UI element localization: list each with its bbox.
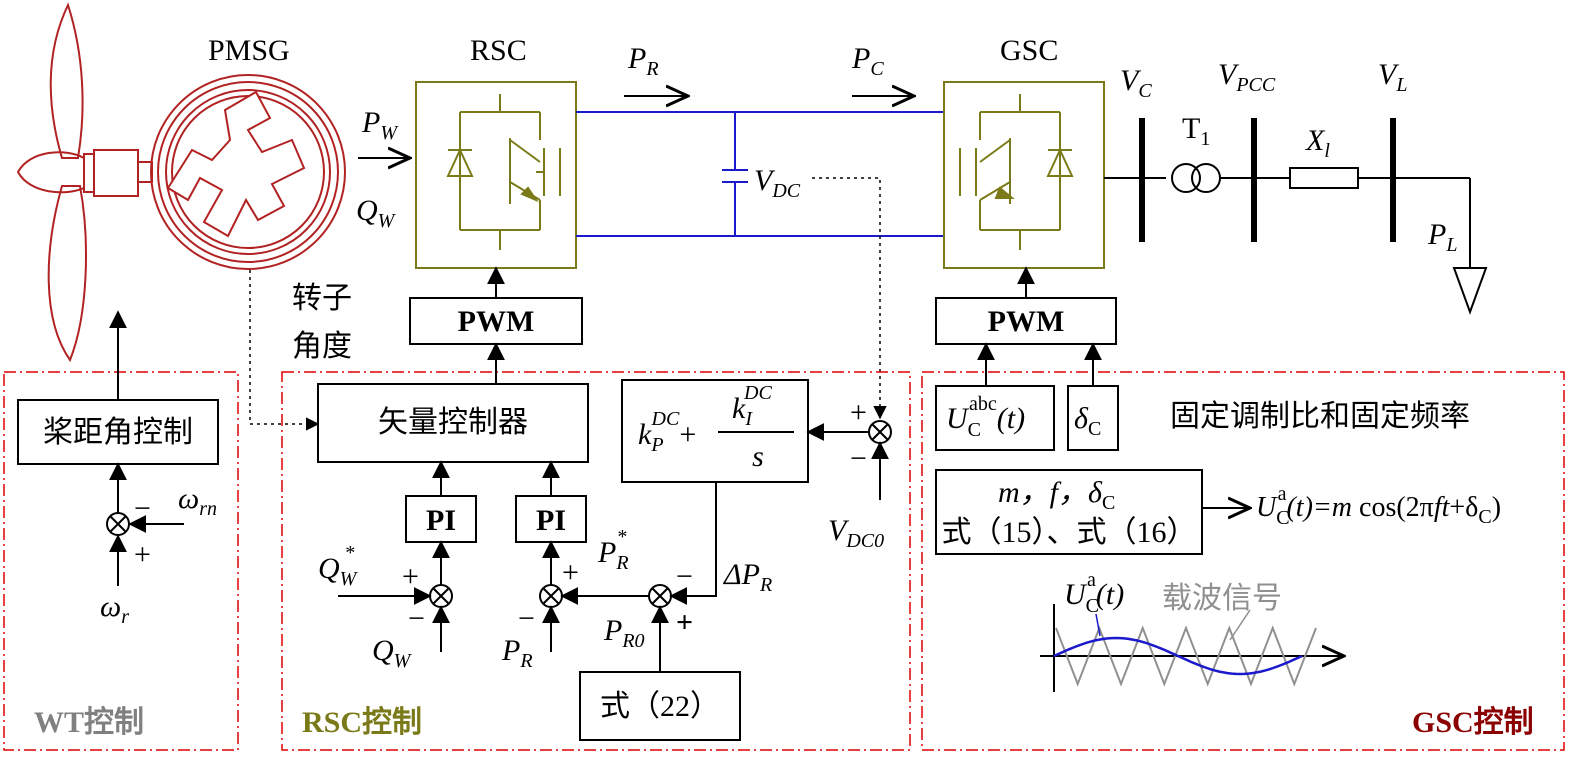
- kp-dc-label: kPDC+: [638, 408, 696, 456]
- gsc-control-title: GSC控制: [1412, 706, 1534, 739]
- rsc-converter-box: [415, 81, 577, 269]
- rsc-label: RSC: [470, 34, 527, 67]
- vl-label: VL: [1378, 58, 1407, 96]
- pitch-angle-control-label: 桨距角控制: [43, 416, 193, 449]
- rotor-angle-label-2: 角度: [292, 330, 352, 363]
- pr-label: PR: [627, 42, 659, 80]
- pmsg-generator-icon: [150, 74, 346, 270]
- p-summing-junction: [539, 584, 563, 608]
- rsc-igbt-icon: [446, 94, 561, 250]
- gsc-converter-box: [943, 81, 1105, 269]
- pr-feedback-label: PR: [501, 634, 533, 672]
- vdc-label: VDC: [754, 164, 801, 202]
- wt-control-title: WT控制: [34, 706, 144, 739]
- qw-star-label: QW*: [318, 542, 359, 590]
- pw-label: PW: [361, 106, 399, 144]
- vdc-summing-junction: [868, 420, 892, 444]
- delta-pr-signal-arrow: [669, 482, 717, 605]
- modulation-formula: UCa(t)=m cos(2πft+δC): [1256, 483, 1501, 529]
- wt-summing-junction: [106, 512, 130, 536]
- pmsg-label: PMSG: [208, 34, 290, 67]
- vdc0-label: VDC0: [828, 514, 884, 552]
- uc-abc-block: [935, 385, 1055, 451]
- dc-link: [576, 111, 944, 237]
- vector-controller-block: [317, 383, 589, 463]
- pr-star-label: PR*: [597, 526, 629, 574]
- vector-controller-label: 矢量控制器: [378, 406, 528, 439]
- pr0-label: PR0: [603, 614, 645, 652]
- qw-label: QW: [356, 194, 397, 232]
- vdc-plus-sign: +: [850, 396, 867, 429]
- omega-rn-label: ωrn: [178, 482, 217, 520]
- gsc-label: GSC: [1000, 34, 1058, 67]
- pi-p-label: PI: [536, 504, 566, 537]
- pr0-minus-sign: −: [676, 560, 693, 593]
- fixed-ratio-frequency-text: 固定调制比和固定频率: [1170, 400, 1470, 433]
- mfd-label: m，f，δC: [998, 476, 1115, 514]
- modulation-calc-block: [935, 469, 1203, 555]
- carrier-label-leader: [1229, 609, 1251, 641]
- eq22-block: [579, 671, 741, 741]
- omega-r-label: ωr: [100, 590, 129, 628]
- delta-c-label: δC: [1074, 402, 1101, 440]
- eq15-16-label: 式（15）、式（16）: [942, 516, 1197, 549]
- vdc-minus-sign: −: [850, 442, 867, 475]
- p-plus-sign: +: [562, 556, 579, 589]
- pwm-waveform-plot: [1040, 604, 1344, 692]
- vc-label: VC: [1120, 64, 1152, 102]
- pr0-summing-junction: [648, 584, 672, 608]
- modulating-sine-wave: [1053, 636, 1303, 676]
- rsc-pwm-label: PWM: [458, 305, 535, 338]
- sine-label-leader: [1095, 613, 1101, 637]
- delta-pr-label: ΔPR: [723, 558, 772, 596]
- ki-dc-label: kIDC: [732, 382, 772, 430]
- sine-wave-label: UCa(t): [1064, 569, 1124, 617]
- wt-control-region: [3, 371, 239, 751]
- gsc-igbt-icon: [959, 94, 1074, 250]
- pi-q-label: PI: [426, 504, 456, 537]
- vpcc-label: VPCC: [1218, 58, 1276, 96]
- uc-abc-label: UCabc(t): [946, 393, 1025, 441]
- carrier-signal-label: 载波信号: [1162, 582, 1282, 615]
- wind-turbine-icon: [16, 2, 153, 363]
- pl-label: PL: [1427, 218, 1457, 256]
- wt-minus-sign: −: [134, 492, 151, 525]
- wt-plus-sign: +: [134, 538, 151, 571]
- q-summing-junction: [429, 584, 453, 608]
- pc-label: PC: [851, 42, 884, 80]
- pr0-plus-sign: +: [676, 606, 693, 639]
- xl-label: Xl: [1305, 124, 1330, 162]
- rsc-control-region: [281, 371, 911, 751]
- rotor-angle-label-1: 转子: [292, 282, 352, 315]
- rsc-control-title: RSC控制: [302, 706, 422, 739]
- rotor-angle-signal: [249, 270, 320, 431]
- gsc-pwm-label: PWM: [988, 305, 1065, 338]
- vdc-feedback-signal: [812, 177, 887, 420]
- p-minus-sign: −: [518, 602, 535, 635]
- gsc-control-region: [921, 371, 1565, 751]
- eq22-label: 式（22）: [600, 690, 720, 723]
- q-plus-sign: +: [402, 560, 419, 593]
- grid-network: [1104, 118, 1488, 315]
- q-minus-sign: −: [408, 602, 425, 635]
- t1-label: T1: [1182, 112, 1210, 150]
- s-label: s: [752, 440, 764, 473]
- qw-feedback-label: QW: [372, 634, 413, 672]
